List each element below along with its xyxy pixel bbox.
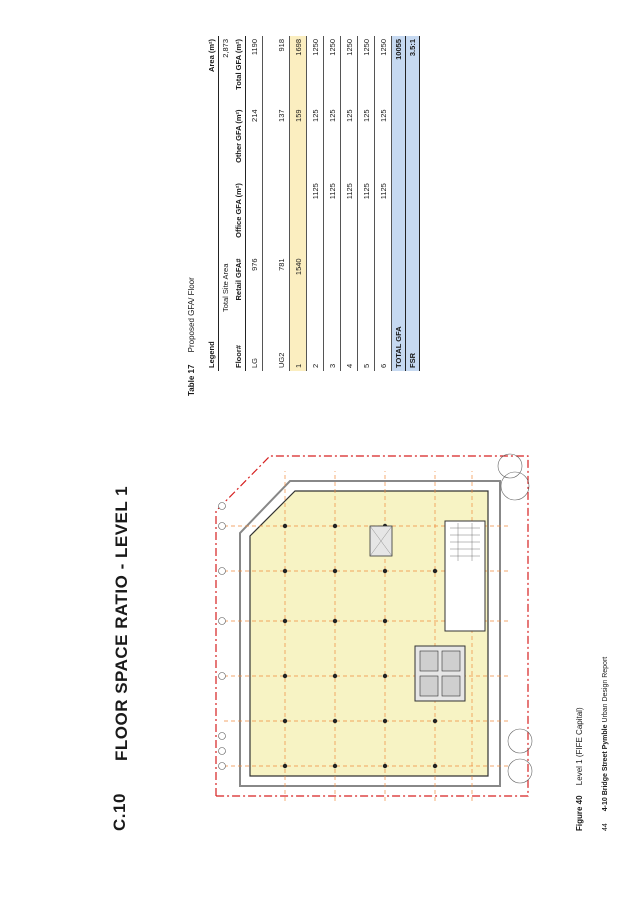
- site-area-row: Total Site Area 2,873: [219, 36, 233, 371]
- site-area-label: Total Site Area: [221, 263, 230, 312]
- cell-other: 125: [323, 106, 341, 181]
- cell-office: [245, 180, 263, 256]
- site-boundary: [215, 455, 529, 797]
- cell-total: 1250: [306, 36, 324, 107]
- cell-office: [273, 180, 290, 256]
- cell-retail: 1540: [289, 255, 307, 315]
- cell-total: 1250: [323, 36, 341, 107]
- total-value: 10055: [391, 36, 406, 107]
- floor-slab: [249, 490, 489, 777]
- fsr-label: FSR: [405, 315, 420, 371]
- cell-total: 1250: [340, 36, 358, 107]
- cell-total: 1250: [374, 36, 392, 107]
- floor-plan-drawing: [215, 453, 533, 801]
- cell-other: 125: [340, 106, 358, 181]
- section-title: FLOOR SPACE RATIO - LEVEL 1: [112, 485, 131, 761]
- row-spacer: [263, 36, 274, 371]
- cell-other: 159: [289, 106, 307, 181]
- cell-floor: 2: [306, 315, 324, 371]
- cell-retail: [374, 255, 392, 315]
- table-legend-row: Legend Area (m²): [205, 36, 219, 371]
- page-number: 44: [602, 823, 609, 831]
- cell-floor: LG: [245, 315, 263, 371]
- legend-label: Legend: [205, 106, 219, 371]
- cell-floor: 5: [357, 315, 375, 371]
- cell-office: 1125: [340, 180, 358, 256]
- table-title: Proposed GFA/ Floor: [187, 277, 196, 353]
- landscape-trees: [497, 453, 533, 784]
- fsr-row: FSR 3.5:1: [405, 36, 420, 371]
- cell-other: 214: [245, 106, 263, 181]
- site-area-value: 2,873: [221, 39, 230, 58]
- col-header: Retail GFA#: [232, 255, 246, 315]
- figure-number: Figure 40: [575, 795, 584, 831]
- grid-bubbles: [218, 502, 226, 770]
- table-caption: Table 17 Proposed GFA/ Floor: [187, 277, 196, 396]
- cell-retail: [323, 255, 341, 315]
- building-outline-outer: [239, 480, 501, 787]
- cell-other: 125: [306, 106, 324, 181]
- cell-retail: [357, 255, 375, 315]
- page-footer: 44 4-10 Bridge Street Pymble Urban Desig…: [602, 657, 609, 831]
- cell-retail: [306, 255, 324, 315]
- cell-other: 125: [374, 106, 392, 181]
- total-label: TOTAL GFA: [391, 315, 406, 371]
- cell-other: 125: [357, 106, 375, 181]
- col-header: Office GFA (m²): [232, 180, 246, 256]
- cell-retail: [340, 255, 358, 315]
- project-name: 4-10 Bridge Street Pymble: [602, 724, 609, 812]
- cell-retail: 976: [245, 255, 263, 315]
- figure-caption: Figure 40 Level 1 (FIFE Capital): [575, 707, 584, 831]
- area-header: Area (m²): [205, 36, 219, 107]
- cell-total: 1250: [357, 36, 375, 107]
- cell-other: 137: [273, 106, 290, 181]
- cell-total: 1190: [245, 36, 263, 107]
- col-header: Floor#: [232, 315, 246, 371]
- cell-floor: 3: [323, 315, 341, 371]
- table-number: Table 17: [187, 364, 196, 396]
- cell-floor: 4: [340, 315, 358, 371]
- report-name: Urban Design Report: [602, 656, 609, 723]
- cell-office: [289, 180, 307, 256]
- total-gfa-row: TOTAL GFA 10055: [391, 36, 406, 371]
- cell-floor: 6: [374, 315, 392, 371]
- cell-office: 1125: [357, 180, 375, 256]
- building-core: [369, 520, 486, 702]
- figure-caption-text: Level 1 (FIFE Capital): [575, 707, 584, 786]
- cell-total: 918: [273, 36, 290, 107]
- cell-floor: UG2: [273, 315, 290, 371]
- fsr-value: 3.5:1: [405, 36, 420, 107]
- section-code: C.10: [110, 793, 129, 831]
- col-header: Total GFA (m²): [232, 36, 246, 107]
- column-header-row: Floor# Retail GFA# Office GFA (m²) Other…: [232, 36, 246, 371]
- cell-floor: 1: [289, 315, 307, 371]
- gfa-table: Legend Area (m²) Total Site Area 2,873 F…: [205, 36, 420, 371]
- col-header: Other GFA (m²): [232, 106, 246, 181]
- cell-retail: 781: [273, 255, 290, 315]
- cell-office: 1125: [306, 180, 324, 256]
- cell-office: 1125: [374, 180, 392, 256]
- cell-office: 1125: [323, 180, 341, 256]
- cell-total: 1698: [289, 36, 307, 107]
